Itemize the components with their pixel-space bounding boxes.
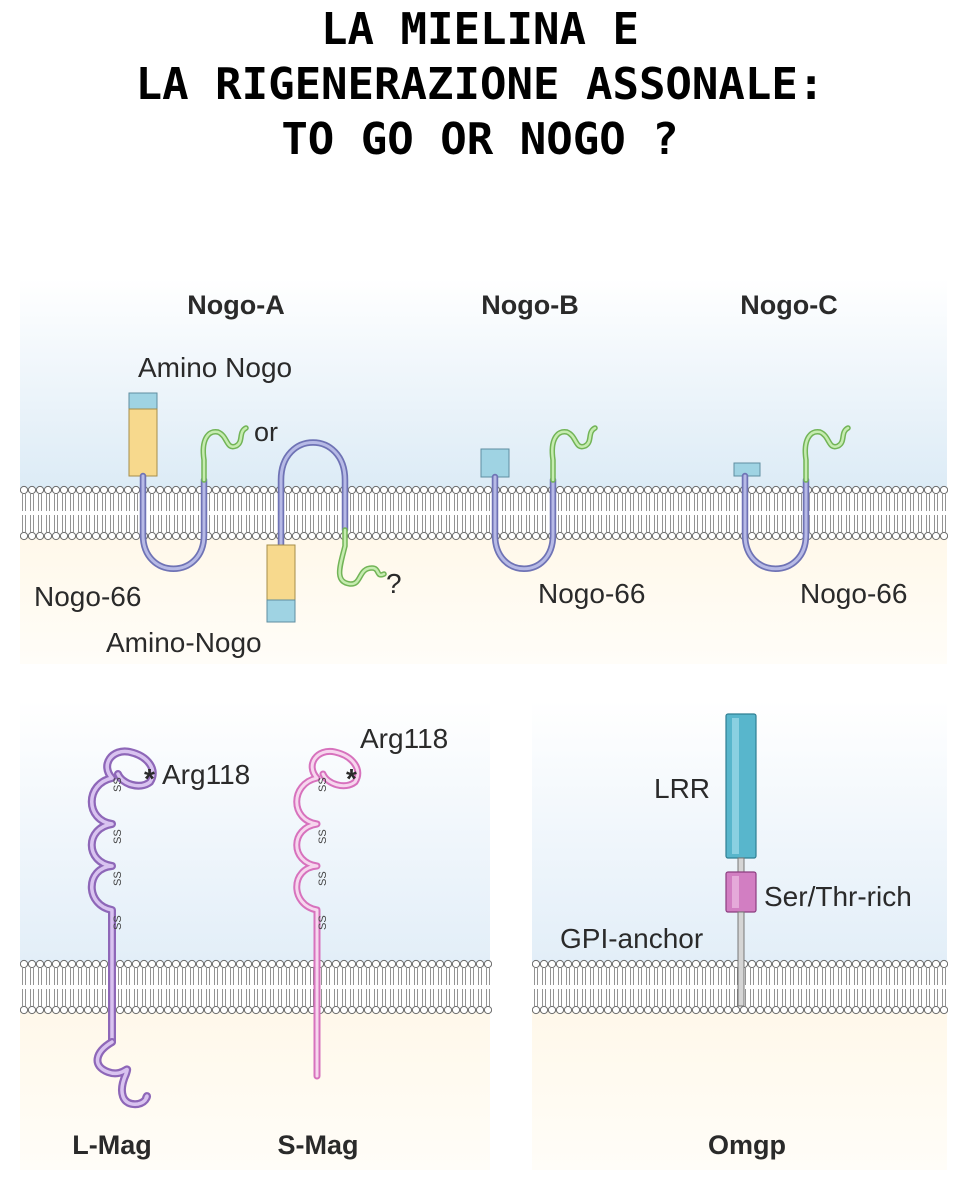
ser-thr-label: Ser/Thr-rich — [764, 881, 912, 912]
s-mag-ss-label-3: SS — [317, 871, 329, 886]
nogo-b-amino-cyan — [480, 448, 510, 478]
nogo-c-label: Nogo-C — [740, 290, 837, 320]
amino-nogo-top-label: Amino Nogo — [138, 352, 292, 383]
mag-panel-cytoplasm-bg — [20, 1010, 490, 1170]
page-title: LA MIELINA E LA RIGENERAZIONE ASSONALE: … — [0, 0, 960, 167]
nogo-a-inverted-loop-inner — [279, 441, 347, 547]
nogo66-b-label: Nogo-66 — [538, 578, 645, 609]
nogo-a-green-tail-2-inner — [338, 528, 386, 586]
l-mag-label: L-Mag — [72, 1130, 151, 1160]
nogo-a-label: Nogo-A — [187, 290, 284, 320]
nogo-b-label: Nogo-B — [481, 290, 578, 320]
s-mag-protein: SS SS SS SS — [293, 747, 362, 1080]
amino-nogo-bottom-label: Amino-Nogo — [106, 627, 262, 658]
amino-nogo-top-cyan — [128, 392, 158, 410]
l-mag-chain-inner — [90, 749, 155, 1044]
l-mag-ss-label-2: SS — [112, 829, 124, 844]
gpi-anchor-stalk — [737, 911, 745, 1007]
nogo-panel: Nogo-A Nogo-B Nogo-C Amino Nogo or ? Nog… — [20, 278, 948, 664]
s-mag-chain-inner — [295, 749, 360, 1078]
mag-membrane — [20, 958, 492, 1016]
nogo-c-nogo66-loop-inner — [743, 474, 808, 571]
or-label: or — [254, 417, 278, 447]
l-mag-ss-label-3: SS — [112, 871, 124, 886]
title-line-2: LA RIGENERAZIONE ASSONALE: — [135, 59, 825, 110]
ser-thr-highlight — [732, 876, 739, 908]
nogo-c-topology — [733, 425, 851, 572]
amino-nogo-bottom-cyan — [266, 599, 296, 623]
nogo66-c-label: Nogo-66 — [800, 578, 907, 609]
nogo-membrane — [20, 484, 948, 542]
s-mag-ss-label-2: SS — [317, 829, 329, 844]
s-mag-ss-label-1: SS — [317, 777, 329, 792]
title-line-1: LA MIELINA E — [321, 4, 639, 55]
amino-nogo-bottom-yellow — [266, 544, 296, 601]
amino-nogo-top-yellow — [128, 408, 158, 477]
s-mag-star: * — [346, 763, 357, 794]
lrr-domain — [725, 713, 757, 859]
title-line-3: TO GO OR NOGO ? — [281, 114, 679, 165]
s-mag-label: S-Mag — [278, 1130, 359, 1160]
gpi-anchor-label: GPI-anchor — [560, 923, 703, 954]
nogo-c-green-tail-inner — [804, 426, 850, 482]
nogo-a-topology-2 — [266, 439, 387, 623]
nogo-a-topology-1 — [128, 392, 249, 572]
nogo-panel-cytoplasm-bg — [20, 536, 947, 664]
l-mag-cytoplasmic-tail-inner — [95, 1040, 149, 1106]
omgp-panel: LRR Ser/Thr-rich GPI-anchor Omgp — [532, 700, 948, 1170]
nogo-b-green-tail-inner — [551, 426, 597, 482]
l-mag-ss-label-1: SS — [112, 777, 124, 792]
l-mag-ss-label-4: SS — [112, 915, 124, 930]
nogo-b-nogo66-loop-inner — [493, 475, 555, 571]
ser-thr-rich-domain — [725, 871, 757, 913]
l-mag-protein: SS SS SS SS — [87, 747, 157, 1109]
nogo-b-topology — [480, 425, 598, 572]
arg118-l-label: Arg118 — [162, 759, 250, 790]
s-mag-ss-label-4: SS — [317, 915, 329, 930]
mag-panel: SS SS SS SS * Arg118 SS SS SS SS * Arg11… — [20, 700, 492, 1170]
lrr-label: LRR — [654, 773, 710, 804]
l-mag-star: * — [144, 763, 155, 794]
omgp-label: Omgp — [708, 1130, 786, 1160]
nogo66-a-label: Nogo-66 — [34, 581, 141, 612]
question-mark: ? — [386, 568, 402, 599]
omgp-linker — [737, 857, 745, 873]
nogo-a-green-tail-inner — [202, 426, 248, 482]
lrr-highlight — [732, 718, 739, 854]
nogo-a-nogo66-loop-inner — [141, 474, 206, 571]
arg118-s-label: Arg118 — [360, 723, 448, 754]
omgp-panel-cytoplasm-bg — [532, 1010, 947, 1170]
